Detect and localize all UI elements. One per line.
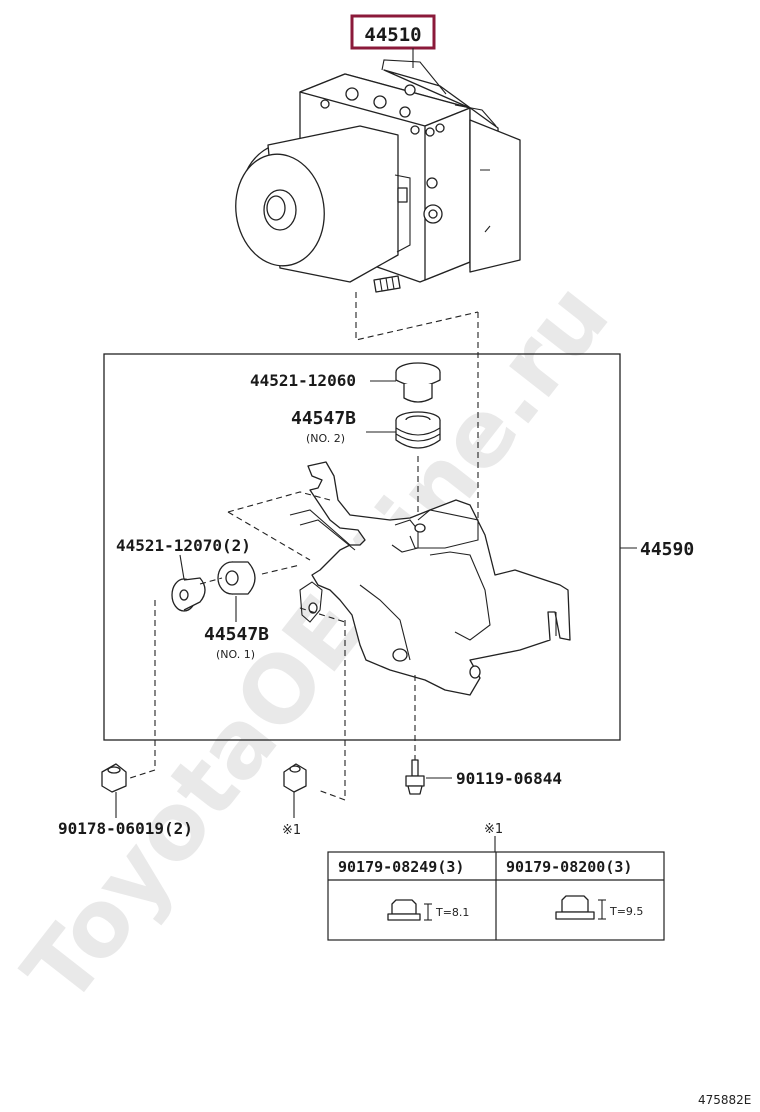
part-44547b-top-label[interactable]: 44547B [291, 408, 356, 429]
leader-bracket-left2 [227, 511, 311, 561]
collar-top [395, 362, 441, 403]
leader-unit-to-bracket-left [355, 292, 479, 341]
part-44547b-bottom-note: (NO. 1) [216, 648, 255, 661]
leader-left-grommet [261, 564, 301, 575]
table-col2-dim: T=9.5 [609, 905, 643, 918]
grommet-left [217, 561, 256, 595]
part-44547b-bottom-label[interactable]: 44547B [204, 624, 269, 645]
part-44547b-top-note: (NO. 2) [306, 432, 345, 445]
bracket-assembly-label[interactable]: 44590 [640, 539, 694, 560]
leader-bracket-bottom-left [299, 607, 346, 623]
leader-nut-left [129, 600, 156, 779]
collar-left [171, 577, 206, 612]
table-col1-header: 90179-08249(3) [338, 858, 464, 876]
leader-nut-mark [317, 620, 346, 801]
bracket-assembly-frame [103, 353, 621, 741]
leader-bracket-left [227, 491, 331, 513]
part-90119-label[interactable]: 90119-06844 [456, 769, 562, 788]
nut-table: 90179-08249(3) 90179-08200(3) T=8.1 T=9.… [327, 851, 665, 941]
table-col1-dim: T=8.1 [435, 906, 469, 919]
abs-actuator-unit [235, 59, 521, 293]
part-90178-label[interactable]: 90178-06019(2) [58, 819, 193, 838]
part-44521-12060-label[interactable]: 44521-12060 [250, 371, 356, 390]
grommet-top [395, 411, 441, 449]
nut-90178 [101, 763, 127, 793]
nut-ref-1 [283, 763, 307, 793]
part-44521-12070-label[interactable]: 44521-12070(2) [116, 536, 251, 555]
leader-left-collar [199, 577, 223, 585]
part-44521-12070-leader [179, 554, 185, 580]
flange-nut-icon [387, 899, 432, 921]
ref-mark-2: ※1 [484, 822, 503, 837]
table-col2-header: 90179-08200(3) [506, 858, 632, 876]
main-part-highlight-box [350, 14, 436, 50]
bolt-90119 [405, 759, 425, 795]
bracket [289, 461, 571, 696]
main-part-label[interactable]: 44510 [364, 24, 421, 46]
hex-nut-icon [555, 895, 606, 920]
ref-mark-1: ※1 [282, 823, 301, 838]
figure-id: 475882E [698, 1093, 751, 1107]
